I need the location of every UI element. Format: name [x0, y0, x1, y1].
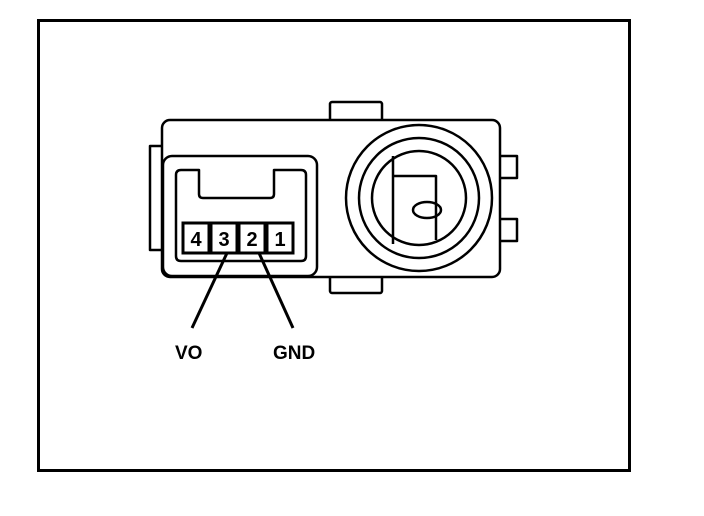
vo-label: VO	[175, 343, 202, 364]
sensor-slot	[391, 156, 438, 244]
pin-number-1: 1	[274, 229, 285, 251]
sensor-port	[411, 200, 443, 220]
sensor-middle-ring	[357, 136, 481, 260]
plug-cavity	[174, 168, 308, 263]
pin-number-3: 3	[218, 229, 229, 251]
pin-number-4: 4	[190, 229, 202, 251]
diagram-frame	[37, 19, 631, 472]
pin-box-1	[265, 221, 295, 255]
pin-box-4	[181, 221, 211, 255]
pin-number-2: 2	[246, 229, 257, 251]
gnd-leader-line	[257, 252, 295, 329]
gnd-label: GND	[273, 343, 315, 364]
pin-box-2	[237, 221, 267, 255]
pin-box-3	[209, 221, 239, 255]
sensor-inner-ring	[370, 149, 468, 247]
sensor-outer-ring	[344, 123, 494, 273]
vo-leader-line	[190, 252, 229, 329]
plug-housing	[161, 154, 319, 278]
